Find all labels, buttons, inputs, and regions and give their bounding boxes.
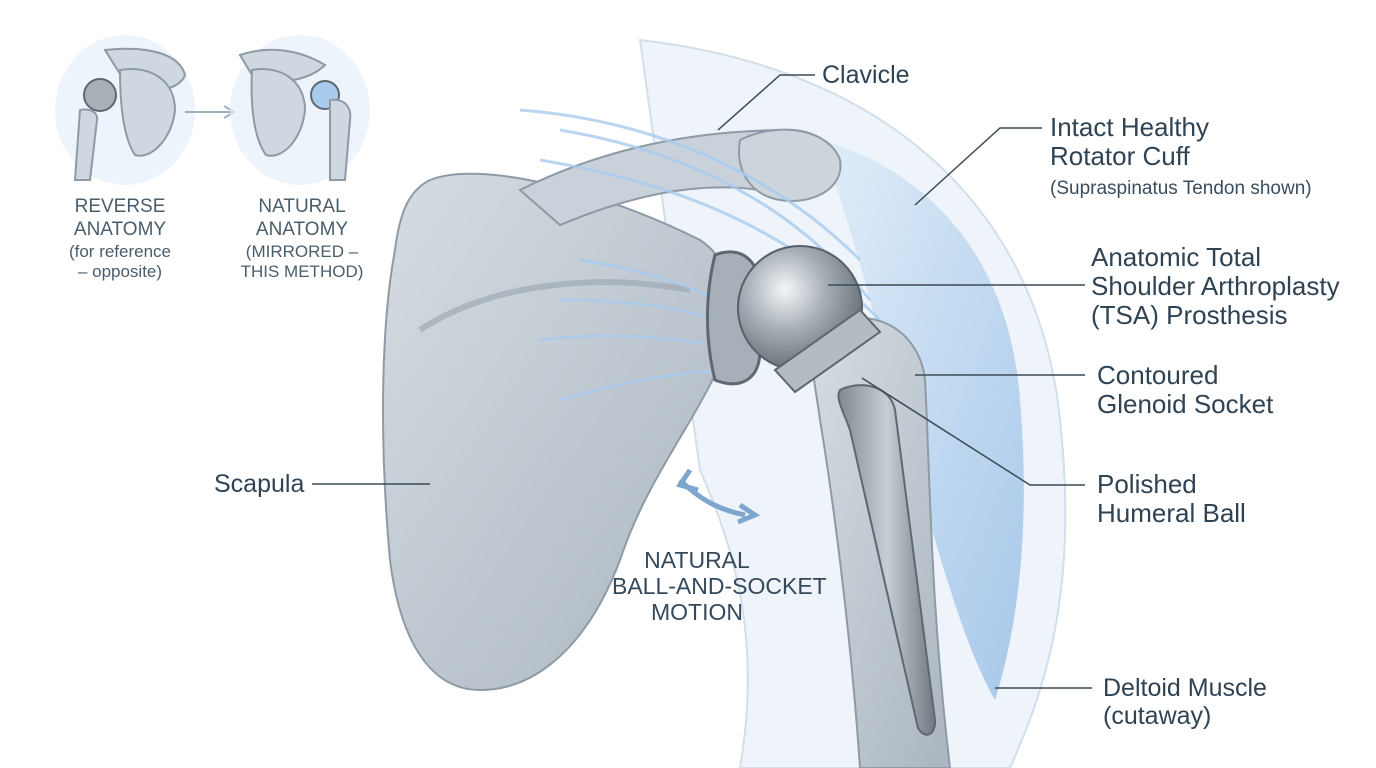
leader-humeral-ball (861, 377, 1085, 486)
label-glenoid-line2: Glenoid Socket (1097, 389, 1274, 420)
prosthesis-stem (837, 384, 937, 736)
label-prosthesis-line3: (TSA) Prosthesis (1091, 300, 1288, 331)
label-humeral-ball-line1: Polished (1097, 469, 1197, 499)
label-rotator-cuff: Intact Healthy Rotator Cuff (1050, 112, 1209, 172)
label-natural-anatomy: NATURAL ANATOMY (MIRRORED – THIS METHOD) (232, 196, 372, 282)
label-humeral-ball: Polished Humeral Ball (1097, 469, 1246, 529)
label-glenoid-line1: Contoured (1097, 360, 1219, 390)
label-natural-line4: THIS METHOD) (240, 261, 364, 281)
label-reverse-line3: (for reference (68, 241, 172, 261)
label-reverse-line1: REVERSE (74, 196, 166, 217)
reverse-anatomy-inset (55, 35, 195, 185)
leader-rotator-cuff (914, 127, 1042, 206)
label-natural-line3: (MIRRORED – (245, 241, 359, 261)
label-motion-line1: NATURAL (644, 547, 750, 573)
label-natural-line2: ANATOMY (255, 218, 349, 240)
label-rotator-cuff-line2: Rotator Cuff (1050, 141, 1190, 172)
label-deltoid-line2: (cutaway) (1103, 702, 1212, 730)
label-reverse-anatomy: REVERSE ANATOMY (for reference – opposit… (55, 196, 185, 282)
label-humeral-ball-line2: Humeral Ball (1097, 498, 1246, 529)
label-prosthesis: Anatomic Total Shoulder Arthroplasty (TS… (1091, 242, 1340, 331)
label-motion-line3: MOTION (651, 598, 743, 625)
label-clavicle: Clavicle (822, 61, 910, 89)
label-glenoid: Contoured Glenoid Socket (1097, 360, 1274, 420)
label-reverse-line4: – opposite) (77, 261, 163, 281)
acromion (738, 128, 842, 202)
motion-arrows-icon (676, 468, 761, 525)
natural-anatomy-inset (230, 35, 370, 185)
label-motion: NATURAL BALL-AND-SOCKET MOTION (612, 547, 827, 625)
label-motion-line2: BALL-AND-SOCKET (612, 572, 827, 599)
label-natural-line1: NATURAL (258, 196, 346, 217)
label-prosthesis-line2: Shoulder Arthroplasty (1091, 271, 1340, 302)
prosthesis-collar (773, 308, 882, 394)
label-deltoid-line1: Deltoid Muscle (1103, 674, 1267, 702)
leader-lines (312, 74, 1092, 689)
label-prosthesis-line1: Anatomic Total (1091, 242, 1262, 272)
scapula-ridge (418, 279, 691, 333)
label-rotator-cuff-line1: Intact Healthy (1050, 112, 1209, 142)
label-rotator-cuff-note: (Supraspinatus Tendon shown) (1050, 178, 1312, 199)
label-scapula: Scapula (214, 470, 305, 498)
label-reverse-line2: ANATOMY (73, 218, 167, 240)
label-deltoid: Deltoid Muscle (cutaway) (1103, 674, 1267, 730)
leader-clavicle (717, 74, 815, 131)
